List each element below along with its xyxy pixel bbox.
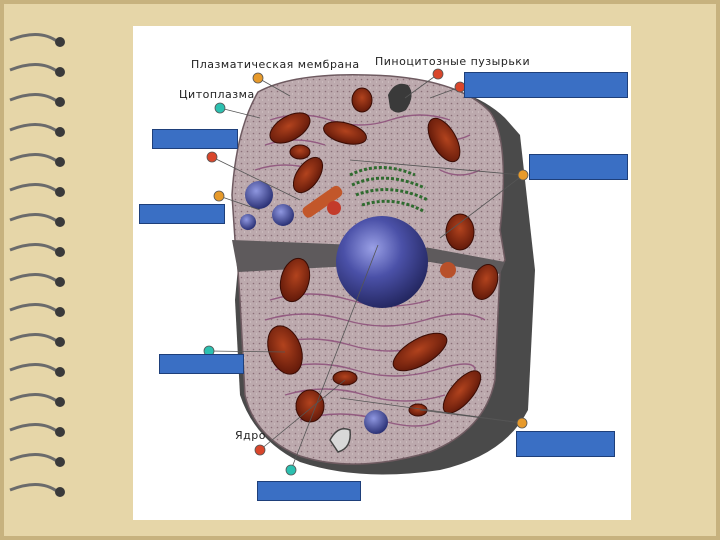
- label-cytoplasm: Цитоплазма: [179, 88, 255, 101]
- answer-box-left-lower[interactable]: [159, 354, 244, 374]
- answer-box-pinocytosis[interactable]: [464, 72, 628, 98]
- answer-box-right-upper[interactable]: [529, 154, 628, 180]
- answer-box-right-lower[interactable]: [516, 431, 615, 457]
- label-plasma-membrane: Плазматическая мембрана: [191, 58, 360, 71]
- lysosome: [327, 201, 341, 215]
- lysosome: [440, 262, 456, 278]
- label-nucleus: Ядро: [235, 429, 266, 442]
- answer-box-left-middle[interactable]: [139, 204, 225, 224]
- nucleus: [336, 216, 428, 308]
- answer-box-left-upper[interactable]: [152, 129, 238, 149]
- label-pinocytic-vesicles: Пиноцитозные пузырьки: [375, 55, 530, 68]
- answer-box-bottom[interactable]: [257, 481, 361, 501]
